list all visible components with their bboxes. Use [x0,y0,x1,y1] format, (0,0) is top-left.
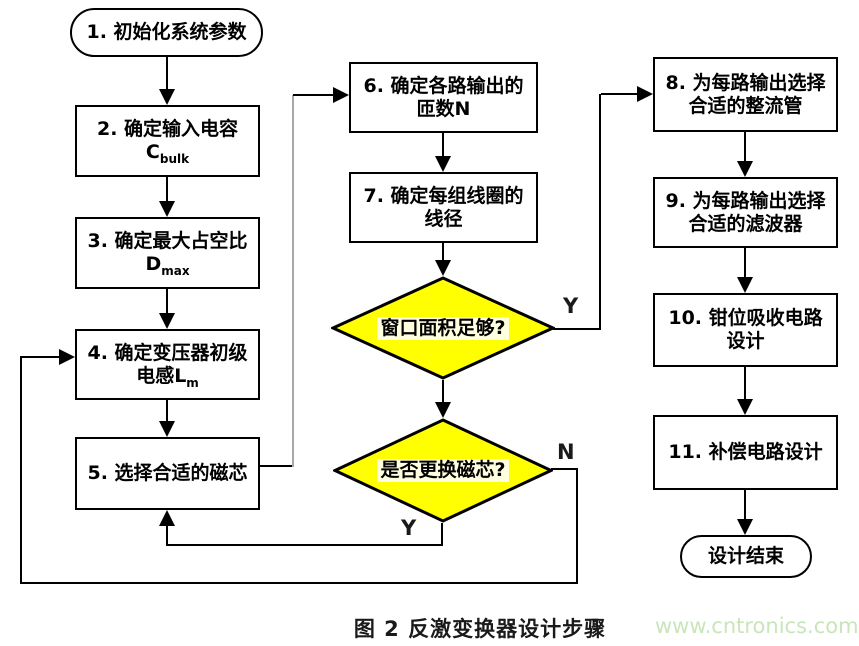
figure-caption: 图 2 反激变换器设计步骤 [353,617,607,641]
step2-line2: Cbulk [145,141,190,166]
decision2-diamond: 是否更换磁芯? [333,418,553,523]
arrowhead-down [159,313,175,329]
step7-line1: 7. 确定每组线圈的 [363,184,524,207]
connector-line [744,490,746,519]
step4-box: 4. 确定变压器初级 电感Lm [75,329,260,400]
branch-label-yes1: Y [563,294,579,318]
step6-line1: 6. 确定各路输出的 [363,74,524,97]
step8-box: 8. 为每路输出选择 合适的整流管 [653,57,838,132]
end-node: 设计结束 [680,535,812,578]
arrowhead-right [333,87,349,103]
arrowhead-down [737,277,753,293]
arrowhead-down [159,89,175,105]
step2-line1: 2. 确定输入电容 [96,118,239,140]
step5-label: 5. 选择合适的磁芯 [87,462,248,484]
connector-line [22,356,59,358]
step3-box: 3. 确定最大占空比 Dmax [75,217,260,289]
step9-line2: 合适的滤波器 [688,212,803,235]
arrowhead-down [435,402,451,418]
step11-label: 11. 补偿电路设计 [668,441,823,463]
connector-line [292,95,294,467]
step9-line1: 9. 为每路输出选择 [665,189,826,212]
connector-line [166,525,168,545]
arrowhead-down [435,156,451,172]
connector-line [20,356,22,584]
step8-line1: 8. 为每路输出选择 [665,71,826,94]
connector-line [166,177,168,201]
connector-line [166,57,168,89]
step10-line1: 10. 钳位吸收电路 [668,307,823,329]
start-label: 1. 初始化系统参数 [86,21,247,43]
connector-line [442,243,444,260]
step11-box: 11. 补偿电路设计 [653,415,838,490]
connector-line [441,523,443,546]
connector-line [576,468,578,584]
step9-box: 9. 为每路输出选择 合适的滤波器 [653,177,838,248]
connector-line [20,582,578,584]
step4-line2: 电感Lm [136,364,199,390]
decision2-label: 是否更换磁芯? [333,418,553,523]
step3-line1: 3. 确定最大占空比 [87,230,248,252]
connector-line [744,132,746,161]
connector-line [166,544,443,546]
connector-line [744,248,746,277]
connector-line [601,93,637,95]
connector-line [166,400,168,421]
step5-box: 5. 选择合适的磁芯 [75,437,260,510]
end-label: 设计结束 [707,545,784,567]
connector-line [260,465,293,467]
arrowhead-down [159,201,175,217]
arrowhead-up [159,510,175,526]
watermark: www.cntronics.com [655,614,859,638]
step8-line2: 合适的整流管 [688,94,803,117]
connector-line [744,367,746,399]
step10-line2: 设计 [726,330,765,352]
connector-line [551,468,578,470]
connector-line [442,133,444,156]
arrowhead-right [637,86,653,102]
branch-label-yes2: Y [401,516,417,540]
connector-line [599,94,601,330]
arrowhead-down [159,421,175,437]
step10-box: 10. 钳位吸收电路 设计 [653,293,838,367]
arrowhead-down [435,260,451,276]
connector-line [442,380,444,402]
step2-box: 2. 确定输入电容 Cbulk [75,105,260,177]
step3-line2: Dmax [145,253,190,278]
arrowhead-down [737,161,753,177]
arrowhead-down [737,399,753,415]
step6-line2: 匝数N [416,97,471,120]
connector-line [553,328,601,330]
connector-line [293,94,333,96]
arrowhead-right [59,349,75,365]
step4-line1: 4. 确定变压器初级 [87,341,248,364]
step7-box: 7. 确定每组线圈的 线径 [349,172,538,243]
start-node: 1. 初始化系统参数 [70,8,263,57]
connector-line [166,289,168,313]
decision1-diamond: 窗口面积足够? [331,276,555,380]
arrowhead-down [737,519,753,535]
step7-line2: 线径 [424,207,463,230]
step6-box: 6. 确定各路输出的 匝数N [349,62,538,133]
branch-label-no: N [557,440,575,464]
decision1-label: 窗口面积足够? [331,276,555,380]
